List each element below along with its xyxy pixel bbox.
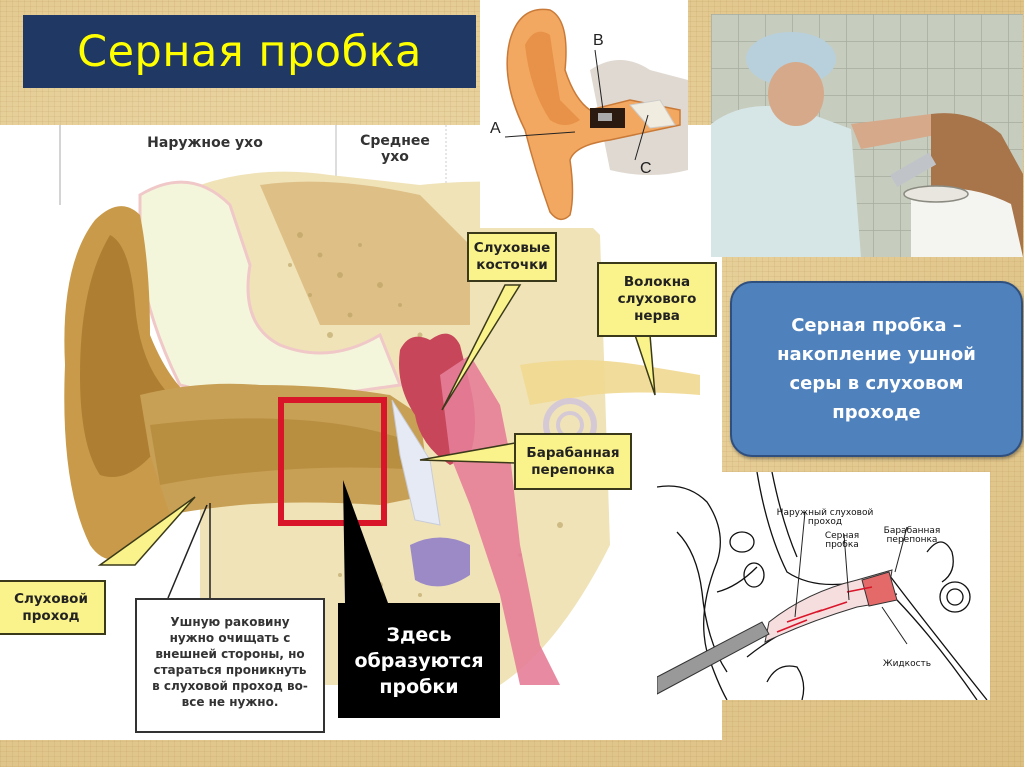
doctor-patient-photo-placeholder [711,14,1023,257]
callout-eardrum: Барабанная перепонка [514,433,632,490]
drawing-label-fluid: Жидкость [882,659,932,669]
drawing-label-plug-line1: Серная [824,531,860,541]
callout-canal-line2: проход [22,607,80,624]
ear-cross-section-illustration [59,125,700,686]
slide-title-box: Серная пробка [23,15,476,88]
advice-line-3: внешней стороны, но [155,647,305,661]
definition-line-2: накопление ушной [777,344,976,365]
callout-canal-line1: Слуховой [14,590,88,607]
drawing-label-eardrum-line2: перепонка [886,535,938,545]
callout-plugs-form-here: Здесь образуются пробки [338,603,500,718]
ear-label-a: A [490,120,501,137]
definition-line-1: Серная пробка – [791,315,962,336]
advice-line-4: стараться проникнуть [153,663,307,677]
drawing-label-ear-canal: Наружный слуховой проход [775,509,875,527]
callout-ear-canal: Слуховой проход [0,580,106,635]
advice-line-5: в слуховой проход во- [152,679,308,693]
slide-title: Серная пробка [77,26,422,77]
callout-ossicles: Слуховые косточки [467,232,557,282]
definition-line-3: серы в слуховом [789,373,964,394]
label-outer-ear: Наружное ухо [147,135,263,151]
callout-nerve-line2: слухового [617,291,697,307]
advice-line-6: все не нужно. [181,695,279,709]
label-middle-ear-line1: Среднее [360,133,430,149]
drawing-label-eardrum-line1: Барабанная [883,526,941,536]
definition-line-4: проходе [832,402,921,423]
callout-auditory-nerve: Волокна слухового нерва [597,262,717,337]
callout-ossicles-line2: косточки [476,257,548,273]
callout-ossicles-line1: Слуховые [473,240,551,256]
ear-irrigation-photo [711,14,1023,257]
callout-nerve-line3: нерва [634,308,680,324]
ear-label-c: C [640,160,652,177]
definition-text: Серная пробка – накопление ушной серы в … [777,311,976,427]
drawing-label-eardrum: Барабанная перепонка [877,527,947,545]
drawing-label-wax-plug: Серная пробка [817,532,867,550]
advice-line-1: Ушную раковину [170,615,290,629]
callout-eardrum-line2: перепонка [531,461,615,478]
label-middle-ear-line2: ухо [381,149,409,165]
ear-label-b: B [593,32,604,49]
ear-canal-line-drawing [657,472,988,700]
callout-plugs-line2: образуются [354,649,484,672]
callout-plugs-line3: пробки [379,675,459,698]
drawing-label-canal-line2: проход [807,517,843,527]
callout-plugs-line1: Здесь [386,623,452,646]
callout-eardrum-line1: Барабанная [526,444,620,461]
advice-line-2: нужно очищать с [169,631,291,645]
drawing-label-canal-line1: Наружный слуховой [776,508,874,518]
label-middle-ear: Среднее ухо [355,133,435,165]
callout-nerve-line1: Волокна [623,274,691,290]
plug-location-highlight [278,397,387,526]
ear-abc-illustration: A B C [480,0,688,228]
callout-cleaning-advice: Ушную раковину нужно очищать с внешней с… [135,598,325,733]
definition-box: Серная пробка – накопление ушной серы в … [730,281,1023,457]
ear-outer-illustration [504,8,688,221]
drawing-label-plug-line2: пробка [825,540,859,550]
ear-irrigation-diagram: Наружный слуховой проход Серная пробка Б… [657,472,990,700]
